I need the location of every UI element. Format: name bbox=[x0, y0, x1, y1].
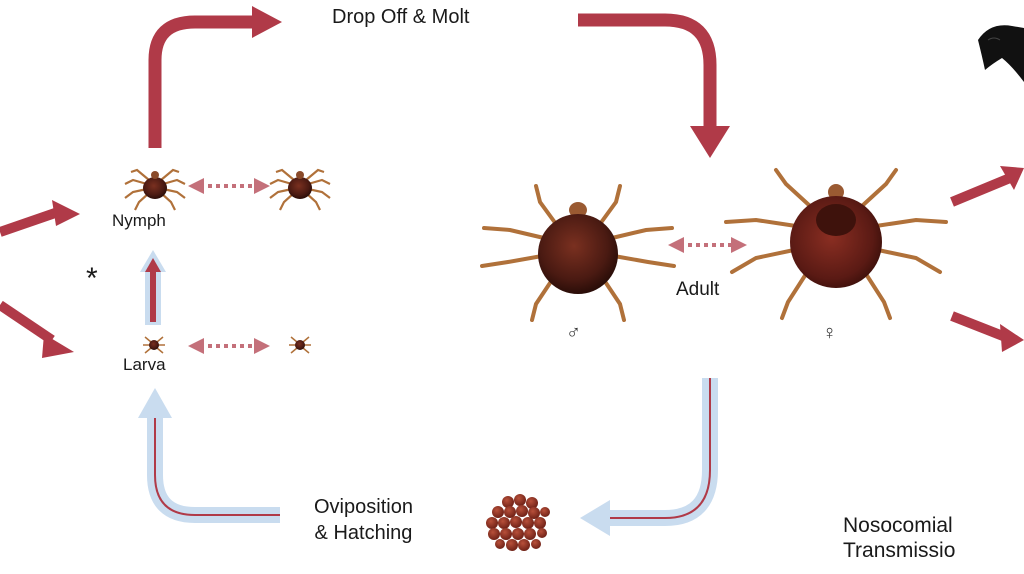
nosocomial-line-2: Transmissio bbox=[843, 538, 955, 563]
drop-off-molt-label: Drop Off & Molt bbox=[332, 6, 469, 29]
larva-label: Larva bbox=[123, 355, 166, 375]
adult-male-tick bbox=[482, 186, 674, 320]
oviposition-label: Oviposition & Hatching bbox=[314, 494, 413, 546]
arrow-nymph-to-drop-off bbox=[155, 6, 282, 148]
adult-label: Adult bbox=[676, 279, 719, 301]
arrow-larva-to-nymph bbox=[140, 250, 166, 325]
arrow-right-edge-upper bbox=[952, 166, 1024, 202]
larva-tick-left bbox=[143, 337, 165, 353]
arrow-left-edge-upper bbox=[0, 200, 80, 232]
arrow-adult-to-oviposition bbox=[580, 378, 710, 536]
arrow-left-edge-lower bbox=[0, 305, 74, 358]
nymph-tick-right bbox=[270, 170, 330, 210]
male-symbol: ♂ bbox=[566, 322, 581, 345]
larva-double-arrow bbox=[188, 338, 270, 354]
oviposition-line-2: & Hatching bbox=[314, 520, 413, 546]
adult-female-tick bbox=[726, 170, 946, 318]
female-symbol: ♀ bbox=[822, 322, 837, 345]
nymph-tick-left bbox=[125, 170, 185, 210]
arrow-drop-off-to-adult bbox=[578, 20, 730, 158]
egg-cluster bbox=[486, 494, 550, 551]
nosocomial-label: Nosocomial Transmissio bbox=[843, 513, 955, 563]
arrow-oviposition-to-larva bbox=[138, 388, 280, 515]
asterisk-marker: * bbox=[86, 262, 98, 296]
adult-double-arrow bbox=[668, 237, 747, 253]
oviposition-line-1: Oviposition bbox=[314, 494, 413, 520]
larva-tick-right bbox=[289, 337, 311, 353]
nymph-label: Nymph bbox=[112, 211, 166, 231]
nymph-double-arrow bbox=[188, 178, 270, 194]
host-animal-silhouette bbox=[978, 25, 1024, 82]
nosocomial-line-1: Nosocomial bbox=[843, 513, 955, 538]
arrow-right-edge-lower bbox=[952, 316, 1024, 352]
